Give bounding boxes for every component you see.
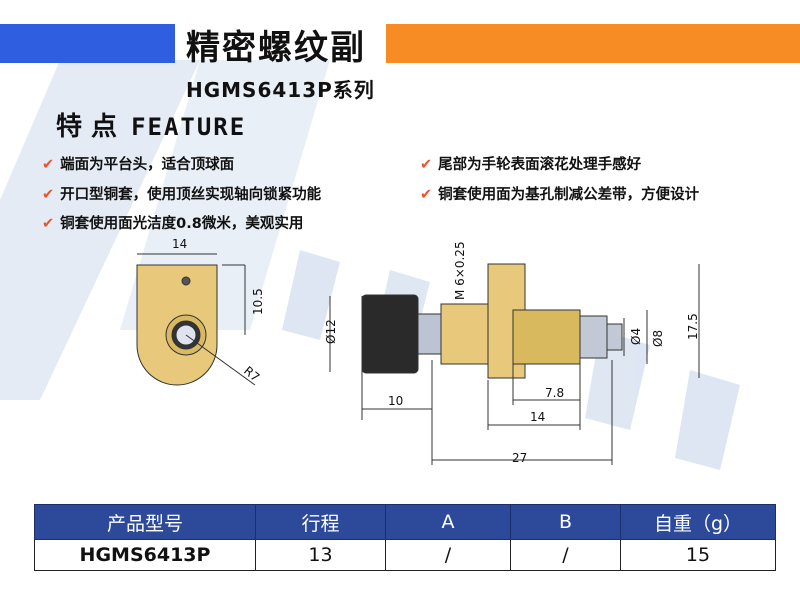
dim-l7-8: 7.8	[545, 386, 564, 400]
cell-a: /	[385, 539, 511, 571]
feature-text: 开口型铜套，使用顶丝实现轴向锁紧功能	[60, 187, 322, 203]
cell-stroke: 13	[255, 539, 386, 571]
feature-text: 铜套使用面光洁度0.8微米，美观实用	[60, 216, 304, 232]
check-icon: ✔	[420, 157, 433, 173]
dim-h17-5: 17.5	[686, 313, 700, 340]
header-band-blue	[0, 24, 175, 63]
front-view	[136, 253, 256, 386]
dim-width-14: 14	[172, 237, 187, 251]
feature-item: ✔ 尾部为手轮表面滚花处理手感好	[420, 153, 641, 174]
col-b: B	[510, 504, 621, 540]
dim-d4: Ø4	[629, 328, 643, 345]
check-icon: ✔	[42, 157, 55, 173]
dim-d12: Ø12	[324, 319, 338, 344]
col-stroke: 行程	[255, 504, 386, 540]
dim-d8: Ø8	[651, 330, 665, 347]
dim-l14: 14	[530, 410, 545, 424]
feature-item: ✔ 铜套使用面为基孔制减公差带，方便设计	[420, 183, 699, 204]
side-view	[329, 263, 700, 465]
check-icon: ✔	[42, 216, 55, 232]
dim-r7: R7	[241, 364, 262, 385]
col-a: A	[385, 504, 511, 540]
spec-table: 产品型号 行程 A B 自重（g） HGMS6413P 13 / / 15	[34, 504, 776, 571]
table-header-row: 产品型号 行程 A B 自重（g）	[34, 504, 776, 540]
feature-cn: 特 点	[56, 112, 118, 142]
dim-l10: 10	[388, 394, 403, 408]
dim-thread: M 6×0.25	[453, 241, 467, 300]
cell-model: HGMS6413P	[34, 539, 256, 571]
header-band-orange	[386, 24, 800, 63]
feature-item: ✔ 开口型铜套，使用顶丝实现轴向锁紧功能	[42, 183, 321, 204]
feature-text: 铜套使用面为基孔制减公差带，方便设计	[438, 187, 700, 203]
series-subtitle: HGMS6413P系列	[186, 78, 375, 102]
col-model: 产品型号	[34, 504, 256, 540]
col-weight: 自重（g）	[620, 504, 776, 540]
feature-en: FEATURE	[131, 113, 247, 141]
feature-text: 尾部为手轮表面滚花处理手感好	[438, 157, 642, 173]
cell-weight: 15	[620, 539, 776, 571]
table-row: HGMS6413P 13 / / 15	[34, 539, 776, 571]
feature-text: 端面为平台头，适合顶球面	[60, 157, 235, 173]
feature-item: ✔ 端面为平台头，适合顶球面	[42, 153, 234, 174]
check-icon: ✔	[42, 187, 55, 203]
page-title: 精密螺纹副	[186, 28, 366, 68]
feature-heading: 特 点 FEATURE	[56, 106, 246, 143]
check-icon: ✔	[420, 187, 433, 203]
cell-b: /	[510, 539, 621, 571]
feature-item: ✔ 铜套使用面光洁度0.8微米，美观实用	[42, 212, 303, 233]
dim-height-10-5: 10.5	[251, 288, 265, 315]
dim-l27: 27	[512, 451, 527, 465]
